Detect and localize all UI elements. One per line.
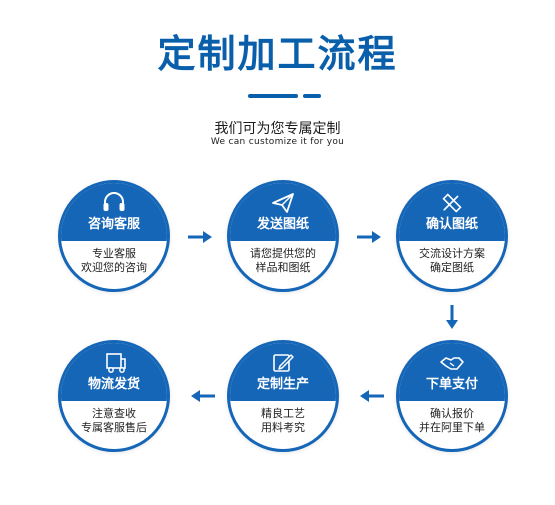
arrow-right-icon xyxy=(357,231,381,243)
step-description: 精良工艺 用料考究 xyxy=(230,407,336,435)
step-title: 发送图纸 xyxy=(256,217,309,232)
step-description: 交流设计方案 确定图纸 xyxy=(399,247,505,275)
step-header xyxy=(399,183,505,241)
title-underline-accent xyxy=(303,94,321,98)
handshake-icon xyxy=(440,357,464,370)
step-desc-line: 确认报价 xyxy=(430,407,474,420)
step-header xyxy=(61,343,167,401)
step-consult: 咨询客服 专业客服 欢迎您的咨询 xyxy=(58,180,170,292)
step-production: 定制生产 精良工艺 用料考究 xyxy=(227,340,339,452)
step-title: 咨询客服 xyxy=(87,217,140,232)
step-desc-line: 注意查收 xyxy=(92,407,136,420)
title-underline xyxy=(248,94,298,98)
arrow-down-icon xyxy=(446,305,458,329)
arrow-right-icon xyxy=(188,231,212,243)
step-desc-line: 样品和图纸 xyxy=(255,261,311,274)
step-header xyxy=(230,343,336,401)
page-title: 定制加工流程 xyxy=(157,32,398,76)
step-confirm-drawing: 确认图纸 交流设计方案 确定图纸 xyxy=(396,180,508,292)
step-title: 下单支付 xyxy=(425,377,478,392)
step-description: 专业客服 欢迎您的咨询 xyxy=(61,247,167,275)
step-title: 定制生产 xyxy=(256,377,309,392)
header: 定制加工流程 xyxy=(0,18,555,78)
step-header xyxy=(399,343,505,401)
step-order-pay: 下单支付 确认报价 并在阿里下单 xyxy=(396,340,508,452)
step-desc-line: 欢迎您的咨询 xyxy=(81,261,147,274)
step-desc-line: 请您提供您的 xyxy=(250,247,316,260)
headset-icon xyxy=(103,192,125,211)
subtitle-english: We can customize it for you xyxy=(210,137,345,147)
step-description: 请您提供您的 样品和图纸 xyxy=(230,247,336,275)
subtitle: 我们可为您专属定制 xyxy=(214,121,341,137)
paper-plane-icon xyxy=(272,193,294,213)
step-header xyxy=(230,183,336,241)
step-description: 确认报价 并在阿里下单 xyxy=(399,407,505,435)
step-desc-line: 确定图纸 xyxy=(430,261,474,274)
step-title: 物流发货 xyxy=(87,377,140,392)
step-desc-line: 专属客服售后 xyxy=(81,421,147,434)
step-title: 确认图纸 xyxy=(425,217,478,232)
truck-icon xyxy=(106,353,126,373)
step-desc-line: 并在阿里下单 xyxy=(419,421,485,434)
arrow-left-icon xyxy=(360,390,384,402)
step-desc-line: 精良工艺 xyxy=(261,407,305,420)
step-shipping: 物流发货 注意查收 专属客服售后 xyxy=(58,340,170,452)
step-desc-line: 交流设计方案 xyxy=(419,247,485,260)
step-description: 注意查收 专属客服售后 xyxy=(61,407,167,435)
step-send-drawing: 发送图纸 请您提供您的 样品和图纸 xyxy=(227,180,339,292)
step-desc-line: 专业客服 xyxy=(92,247,136,260)
step-desc-line: 用料考究 xyxy=(261,421,305,434)
arrow-left-icon xyxy=(191,390,215,402)
edit-icon xyxy=(273,354,294,372)
pencil-ruler-icon xyxy=(442,193,462,213)
